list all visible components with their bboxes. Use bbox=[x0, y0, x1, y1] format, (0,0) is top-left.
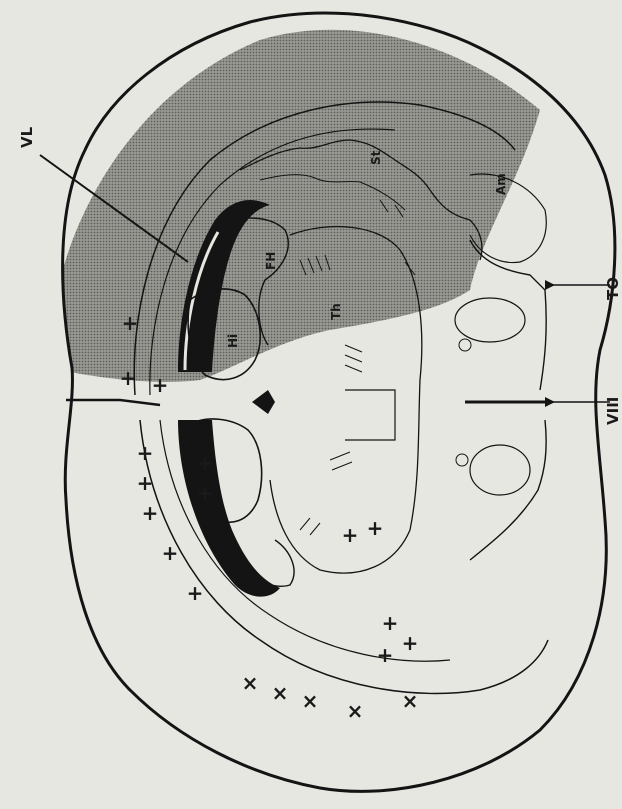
plus-marker: + bbox=[162, 541, 179, 565]
plus-marker: + bbox=[402, 631, 419, 655]
plus-marker: + bbox=[142, 501, 159, 525]
ventral-oval-lower bbox=[470, 445, 530, 495]
label-vl: VL bbox=[18, 126, 36, 148]
plus-marker: + bbox=[377, 643, 394, 667]
plus-marker: + bbox=[152, 373, 169, 397]
label-hi: Hi bbox=[226, 334, 240, 348]
ventral-oval-upper bbox=[455, 298, 525, 342]
central-box bbox=[345, 390, 395, 440]
label-th: Th bbox=[329, 303, 343, 320]
cross-marker: × bbox=[347, 699, 364, 723]
midline-notch bbox=[66, 400, 160, 405]
label-am: Am bbox=[494, 173, 508, 195]
midline-wedge bbox=[252, 390, 275, 414]
plus-marker: + bbox=[122, 311, 139, 335]
lateral-ventricle-lower bbox=[178, 420, 280, 597]
label-to: TO bbox=[604, 277, 622, 300]
plus-marker: + bbox=[137, 471, 154, 495]
cross-marker: × bbox=[302, 689, 319, 713]
plus-marker: + bbox=[382, 611, 399, 635]
label-fh: FH bbox=[264, 252, 278, 270]
plus-marker: + bbox=[197, 451, 214, 475]
cross-marker: × bbox=[402, 689, 419, 713]
plus-marker: + bbox=[197, 481, 214, 505]
plus-marker: + bbox=[187, 581, 204, 605]
label-v3: VIII bbox=[604, 397, 622, 425]
plus-marker: + bbox=[342, 523, 359, 547]
plus-marker: + bbox=[137, 441, 154, 465]
cross-marker: × bbox=[242, 671, 259, 695]
plus-marker: + bbox=[120, 366, 137, 390]
plus-marker: + bbox=[367, 516, 384, 540]
label-st: St bbox=[369, 150, 383, 165]
cross-marker: × bbox=[272, 681, 289, 705]
